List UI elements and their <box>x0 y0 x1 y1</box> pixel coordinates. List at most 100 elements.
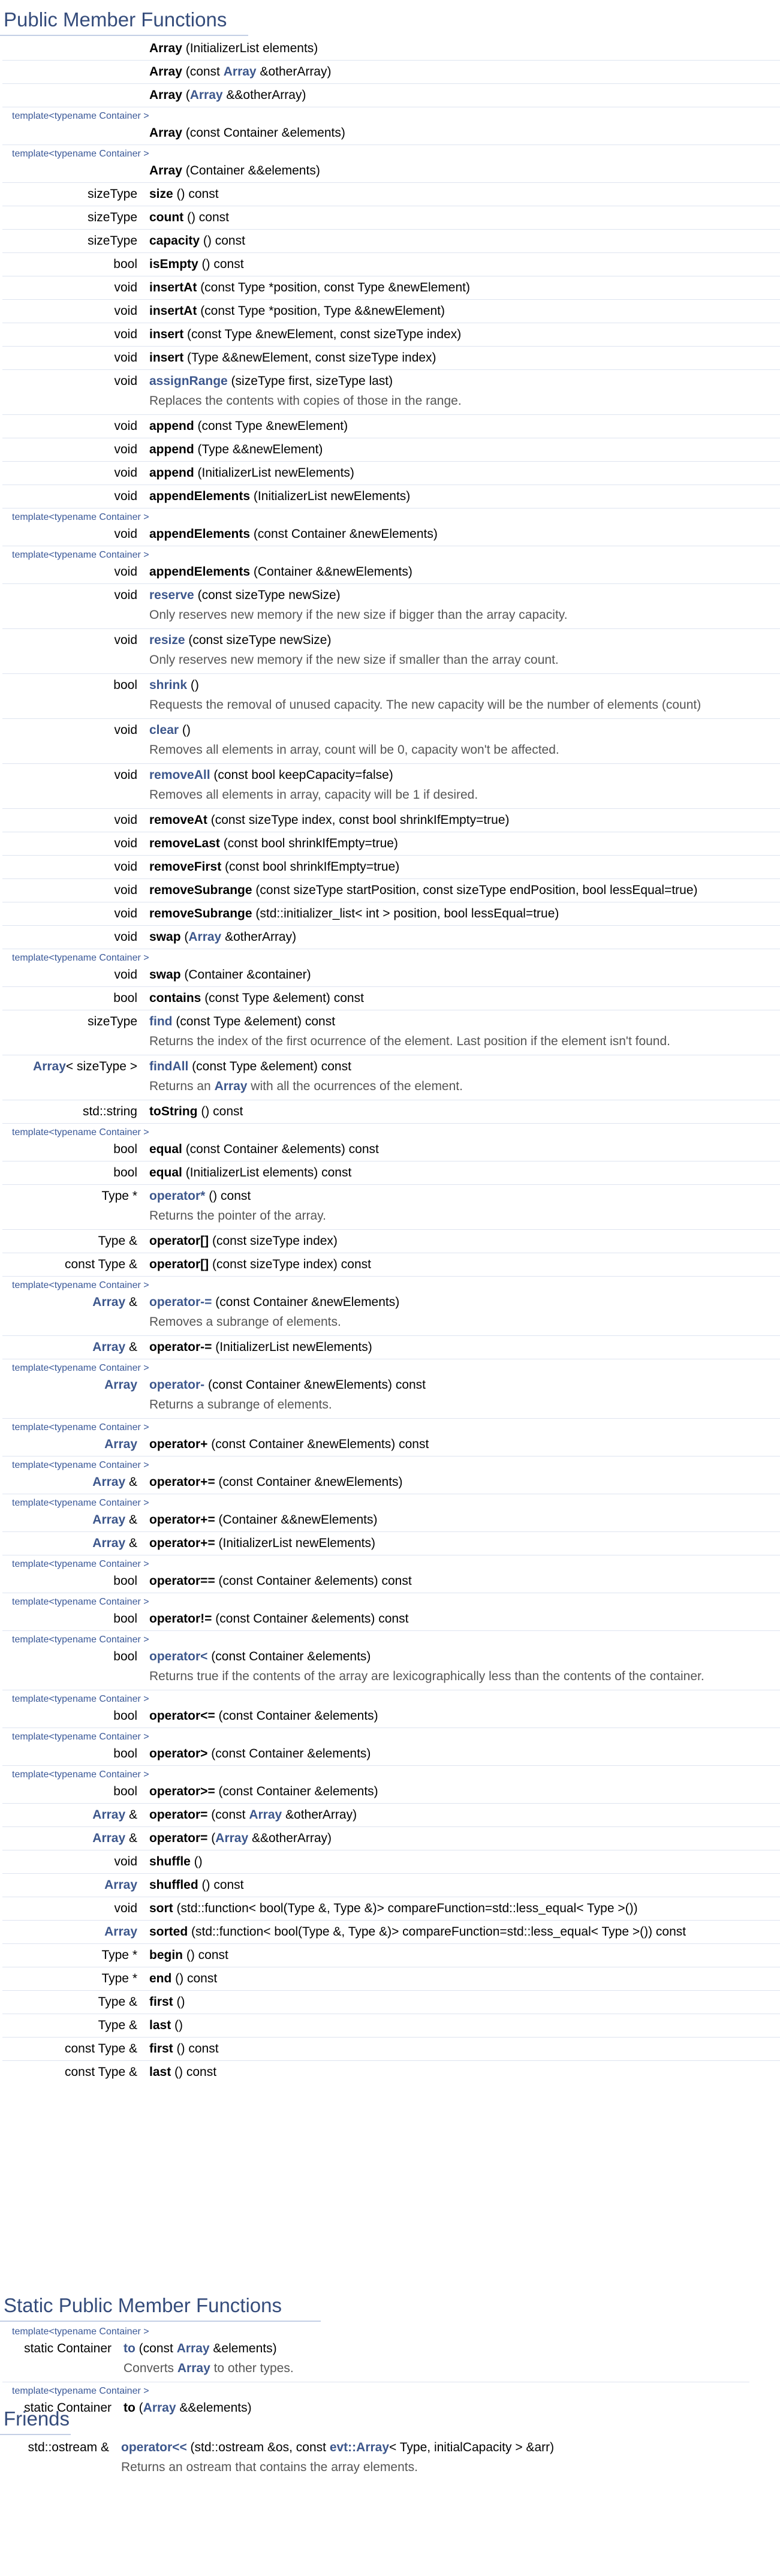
member-name-clear[interactable]: clear <box>149 723 179 737</box>
member-signature: Array (const Container &elements) <box>146 122 780 145</box>
member-signature: operator+ (const Container &newElements)… <box>146 1433 780 1456</box>
member-signature: swap (Container &container) <box>146 964 780 987</box>
array-type-link[interactable]: Array <box>214 1079 248 1093</box>
member-arguments: () const <box>200 234 245 248</box>
return-type: bool <box>113 1784 137 1798</box>
member-row-first: const Type &first () const <box>2 2037 780 2061</box>
member-name-operator: operator[] <box>149 1257 209 1271</box>
section-heading-friends: Friends <box>0 2399 71 2435</box>
array-type-link[interactable]: Array <box>92 1340 126 1354</box>
member-row-array: Array (Array &&otherArray) <box>2 83 780 107</box>
return-type: sizeType <box>2 1010 146 1033</box>
array-type-link[interactable]: Array <box>33 1060 66 1073</box>
return-type: Array <box>2 1920 146 1944</box>
template-declaration: template<typename Container > <box>12 2327 149 2337</box>
member-name-shrink[interactable]: shrink <box>149 678 188 692</box>
member-signature: Array (InitializerList elements) <box>146 37 780 61</box>
array-type-link[interactable]: Array <box>92 1513 126 1527</box>
template-declaration: template<typename Container > <box>2 1765 780 1780</box>
member-arguments: (const sizeType startPosition, const siz… <box>252 883 698 897</box>
member-description-row: Removes all elements in array, count wil… <box>2 742 780 764</box>
return-type: Array & <box>2 1531 146 1555</box>
array-type-link[interactable]: Array <box>92 1831 126 1845</box>
array-type-link[interactable]: Array <box>249 1808 282 1822</box>
template-declaration: template<typename Container > <box>2 1359 780 1374</box>
array-type-link[interactable]: Array <box>215 1831 249 1845</box>
return-type: void <box>2 369 146 393</box>
member-name-to[interactable]: to <box>124 2342 135 2355</box>
member-description-row: Removes a subrange of elements. <box>2 1314 780 1336</box>
member-name-resize[interactable]: resize <box>149 633 185 647</box>
member-name-removeall[interactable]: removeAll <box>149 768 210 782</box>
member-row-array: Array (const Array &otherArray) <box>2 60 780 84</box>
member-name-operator[interactable]: operator* <box>149 1189 206 1203</box>
member-name-appendelements: appendElements <box>149 565 251 579</box>
member-arguments: () <box>173 1995 185 2009</box>
array-type-link[interactable]: Array <box>92 1536 126 1550</box>
array-type-link[interactable]: Array <box>176 2342 210 2355</box>
return-type: bool <box>113 1574 137 1588</box>
member-arguments: () const <box>205 1189 251 1203</box>
template-declaration: template<typename Container > <box>2 949 780 964</box>
array-type-link[interactable]: Array <box>189 88 223 102</box>
member-signature: operator-= (InitializerList newElements) <box>146 1335 780 1359</box>
return-type: void <box>114 968 137 982</box>
member-signature: removeAll (const bool keepCapacity=false… <box>146 763 780 787</box>
array-type-link[interactable]: Array <box>188 930 222 944</box>
member-name-operator[interactable]: operator- <box>149 1378 205 1392</box>
array-type-link[interactable]: Array <box>104 1378 137 1392</box>
member-name-find[interactable]: find <box>149 1015 173 1028</box>
member-row-end: Type *end () const <box>2 1967 780 1991</box>
return-type: void <box>2 323 146 347</box>
array-type-link[interactable]: Array <box>92 1475 126 1489</box>
member-arguments: (const sizeType newSize) <box>194 588 341 602</box>
return-type: Array & <box>2 1826 146 1850</box>
description-spacer <box>2 652 146 674</box>
member-row-operator: Array &operator+= (Container &&newElemen… <box>2 1509 780 1532</box>
member-arguments: (const Container &elements) const <box>212 1612 409 1626</box>
member-row-swap: void swap (Container &container) <box>2 964 780 987</box>
member-signature: toString () const <box>146 1100 780 1124</box>
member-name-operator[interactable]: operator<< <box>121 2440 187 2454</box>
member-signature: removeFirst (const bool shrinkIfEmpty=tr… <box>146 855 780 879</box>
template-row: template<typename Container > <box>2 1418 780 1433</box>
return-type: void <box>2 925 146 949</box>
array-type-link[interactable]: Array <box>92 1295 126 1309</box>
member-arguments: (const Container &elements) <box>215 1709 378 1723</box>
member-name-reserve[interactable]: reserve <box>149 588 194 602</box>
array-type-link[interactable]: Array <box>104 1925 137 1939</box>
return-type: std::ostream & <box>28 2440 109 2454</box>
template-declaration: template<typename Container > <box>2 1276 780 1291</box>
member-signature: last () <box>146 2014 780 2038</box>
template-row: template<typename Container > <box>2 1276 780 1291</box>
array-type-link[interactable]: Array <box>223 65 257 79</box>
array-type-link[interactable]: Array <box>92 1808 126 1822</box>
member-name-shuffled: shuffled <box>149 1878 198 1892</box>
template-row: template<typename Container > <box>2 949 780 964</box>
member-name-operator[interactable]: operator-= <box>149 1295 212 1309</box>
array-type-link[interactable]: evt::Array <box>329 2440 390 2454</box>
member-signature: to (Array &&elements) <box>120 2397 749 2419</box>
return-type: bool <box>2 986 146 1010</box>
member-description-row: Only reserves new memory if the new size… <box>2 607 780 629</box>
member-name-operator: operator+= <box>149 1475 215 1489</box>
description-spacer <box>2 1078 146 1100</box>
member-name-operator: operator> <box>149 1747 208 1761</box>
array-type-link[interactable]: Array <box>104 1437 137 1451</box>
member-name-operator[interactable]: operator< <box>149 1650 208 1663</box>
array-type-link[interactable]: Array <box>177 2361 210 2375</box>
array-type-link[interactable]: Array <box>143 2401 176 2415</box>
member-arguments: () const <box>183 1948 228 1962</box>
member-name-findall[interactable]: findAll <box>149 1060 189 1073</box>
member-signature: removeLast (const bool shrinkIfEmpty=tru… <box>146 832 780 856</box>
member-name-assignrange[interactable]: assignRange <box>149 374 228 388</box>
return-type: Array <box>2 1873 146 1897</box>
array-type-link[interactable]: Array <box>104 1878 137 1892</box>
member-description-row: Removes all elements in array, capacity … <box>2 787 780 809</box>
